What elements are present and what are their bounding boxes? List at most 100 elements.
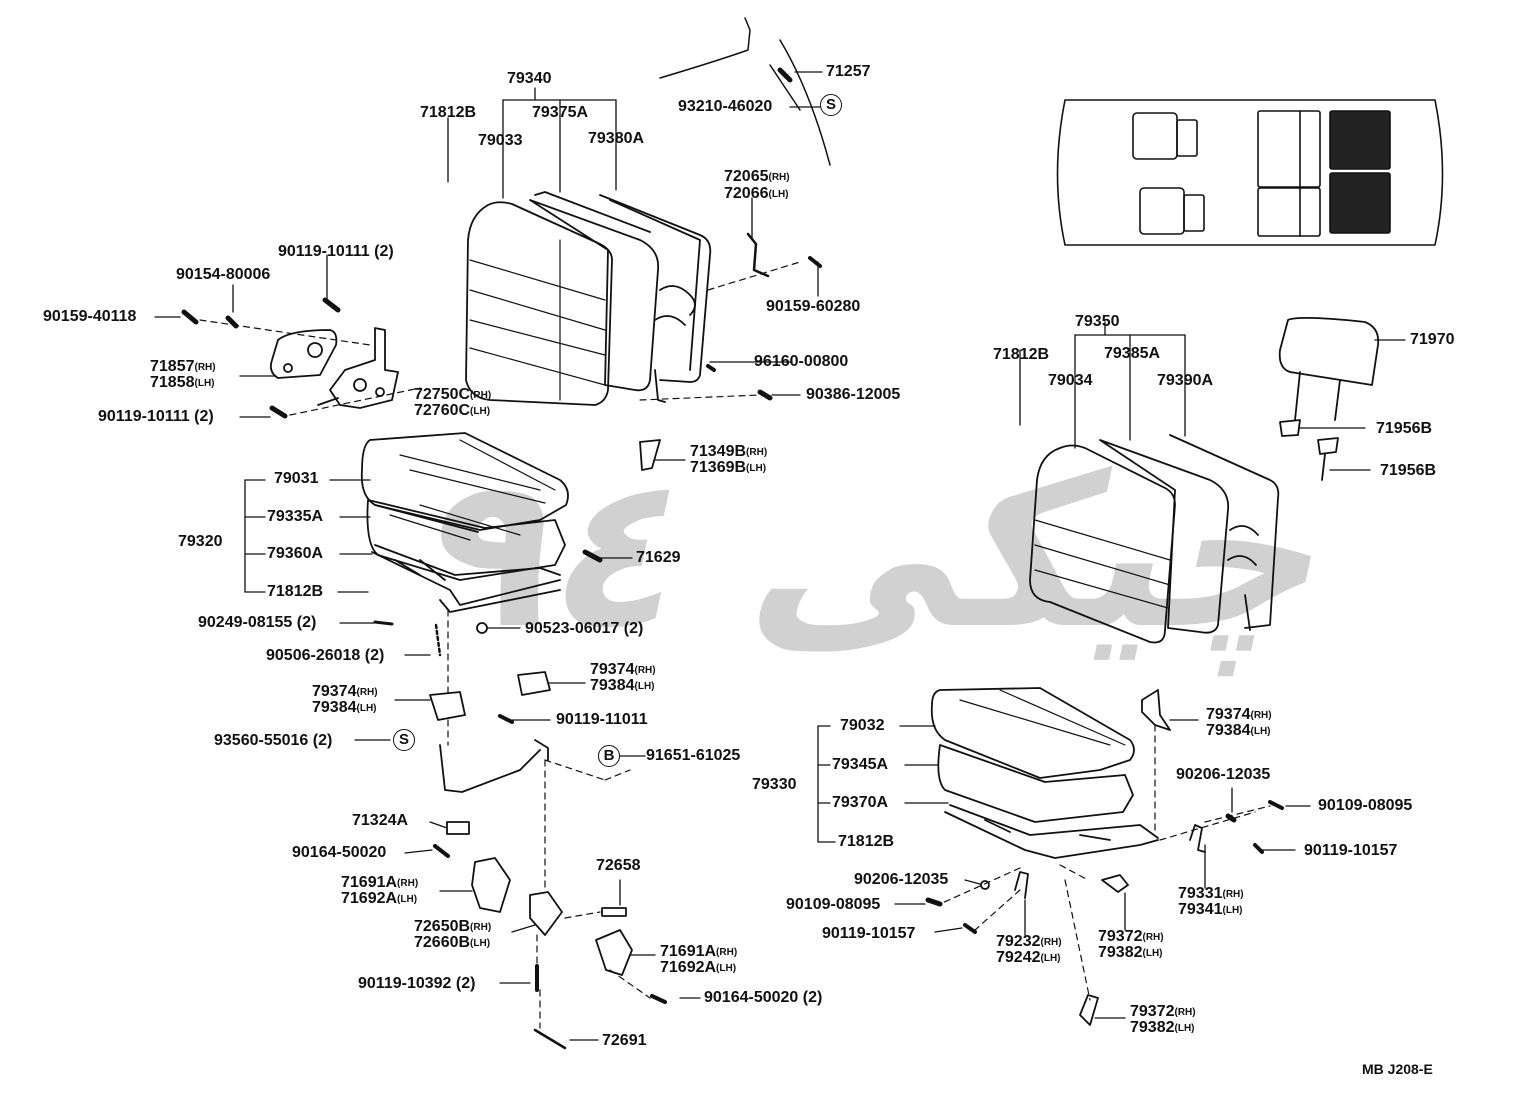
- label-79341: 79341(LH): [1178, 901, 1243, 918]
- rear-seatback-frame: [1169, 434, 1280, 631]
- vehicle-outline: [659, 17, 831, 166]
- label-79340: 79340: [507, 70, 552, 87]
- label-71812b-front-seat: 71812B: [267, 583, 324, 600]
- label-72065: 72065(RH): [724, 168, 790, 185]
- label-79320: 79320: [178, 533, 223, 550]
- label-90159-40118: 90159-40118: [43, 308, 137, 325]
- label-79384-front-right: 79384(LH): [590, 677, 655, 694]
- front-lower-parts: [373, 439, 667, 1050]
- label-71956b-top: 71956B: [1376, 420, 1433, 437]
- label-90119-10157-right: 90119-10157: [1304, 842, 1398, 859]
- rear-seat-cushion: [930, 687, 1135, 779]
- label-93210-46020: 93210-46020: [678, 98, 773, 115]
- alignment-dashes: [199, 261, 1271, 1029]
- label-72658: 72658: [596, 857, 641, 874]
- label-71857: 71857(RH): [150, 358, 216, 375]
- label-90119-10392: 90119-10392 (2): [358, 975, 476, 992]
- label-71324a: 71324A: [352, 812, 409, 829]
- label-71691a-left: 71691A(RH): [341, 874, 419, 891]
- label-72750c: 72750C(RH): [414, 386, 492, 403]
- label-71812b-rear-seat: 71812B: [838, 833, 895, 850]
- label-79034: 79034: [1048, 372, 1093, 389]
- reference-code: MB J208-E: [1362, 1061, 1433, 1077]
- label-71692a-right: 71692A(LH): [660, 959, 737, 976]
- label-71956b-bottom: 71956B: [1380, 462, 1437, 479]
- label-90119-10157-left: 90119-10157: [822, 925, 916, 942]
- label-79033: 79033: [478, 132, 523, 149]
- label-90154-80006: 90154-80006: [176, 266, 271, 283]
- front-seat-frame: [371, 544, 561, 613]
- label-71349b: 71349B(RH): [690, 443, 768, 460]
- label-79031: 79031: [274, 470, 319, 487]
- label-72660b: 72660B(LH): [414, 934, 491, 951]
- label-79384-front-left: 79384(LH): [312, 699, 377, 716]
- recliner-hinge: [317, 327, 399, 409]
- label-72066: 72066(LH): [724, 185, 789, 202]
- label-79390a: 79390A: [1157, 372, 1214, 389]
- front-seatback-frame: [599, 194, 712, 403]
- label-79232: 79232(RH): [996, 933, 1062, 950]
- label-72691: 72691: [602, 1032, 647, 1049]
- label-90386-12005: 90386-12005: [806, 386, 901, 403]
- label-91651-61025: 91651-61025: [646, 747, 741, 764]
- label-79382-upper: 79382(LH): [1098, 944, 1163, 961]
- label-72650b: 72650B(RH): [414, 918, 492, 935]
- label-79385a: 79385A: [1104, 345, 1161, 362]
- s-marker-icon: S: [820, 94, 842, 116]
- label-71812b-rear-back: 71812B: [993, 346, 1050, 363]
- b-marker-icon: B: [598, 745, 620, 767]
- label-79382-lower: 79382(LH): [1130, 1019, 1195, 1036]
- label-71369b: 71369B(LH): [690, 459, 767, 476]
- label-79374-front-left: 79374(RH): [312, 683, 378, 700]
- label-79331: 79331(RH): [1178, 885, 1244, 902]
- label-79380a: 79380A: [588, 130, 645, 147]
- front-seat-cushion: [360, 432, 569, 533]
- label-79375a: 79375A: [532, 104, 589, 121]
- label-90206-12035-left: 90206-12035: [854, 871, 949, 888]
- label-90119-11011: 90119-11011: [556, 711, 648, 728]
- label-90109-08095-right: 90109-08095: [1318, 797, 1413, 814]
- label-79384-rear: 79384(LH): [1206, 722, 1271, 739]
- label-90164-50020-right: 90164-50020 (2): [704, 989, 823, 1006]
- small-bolts: [181, 67, 822, 419]
- label-79345a: 79345A: [832, 756, 889, 773]
- label-90206-12035-right: 90206-12035: [1176, 766, 1271, 783]
- seat-layout-inset: [1056, 99, 1444, 246]
- label-71692a-left: 71692A(LH): [341, 890, 418, 907]
- label-71257: 71257: [826, 63, 871, 80]
- rear-seat-pad: [937, 744, 1134, 823]
- label-71812b-front-back: 71812B: [420, 104, 477, 121]
- leader-lines: [154, 71, 1406, 1041]
- label-90249-08155: 90249-08155 (2): [198, 614, 317, 631]
- label-79370a: 79370A: [832, 794, 889, 811]
- front-seatback-cushion: [465, 201, 613, 406]
- label-90523-06017: 90523-06017 (2): [525, 620, 644, 637]
- s-marker-icon: S: [393, 729, 415, 751]
- label-79374-rear: 79374(RH): [1206, 706, 1272, 723]
- label-90164-50020-left: 90164-50020: [292, 844, 387, 861]
- label-79032: 79032: [840, 717, 885, 734]
- label-79374-front-right: 79374(RH): [590, 661, 656, 678]
- label-90506-26018: 90506-26018 (2): [266, 647, 385, 664]
- front-seatback-pad: [529, 191, 660, 392]
- label-79335a: 79335A: [267, 508, 324, 525]
- recliner-cover: [269, 329, 338, 379]
- label-90119-10111-top: 90119-10111 (2): [278, 243, 394, 260]
- label-79350: 79350: [1075, 313, 1120, 330]
- label-71858: 71858(LH): [150, 374, 215, 391]
- label-90159-60280: 90159-60280: [766, 298, 861, 315]
- label-72760c: 72760C(LH): [414, 402, 491, 419]
- label-96160-00800: 96160-00800: [754, 353, 849, 370]
- label-90109-08095-left: 90109-08095: [786, 896, 881, 913]
- rear-seatback-cushion: [1029, 444, 1176, 644]
- label-71691a-right: 71691A(RH): [660, 943, 738, 960]
- label-79242: 79242(LH): [996, 949, 1061, 966]
- headrest: [1278, 317, 1380, 481]
- label-93560-55016: 93560-55016 (2): [214, 732, 333, 749]
- label-71629: 71629: [636, 549, 681, 566]
- label-90119-10111-bottom: 90119-10111 (2): [98, 408, 214, 425]
- label-79372-lower: 79372(RH): [1130, 1003, 1196, 1020]
- label-71970: 71970: [1410, 331, 1455, 348]
